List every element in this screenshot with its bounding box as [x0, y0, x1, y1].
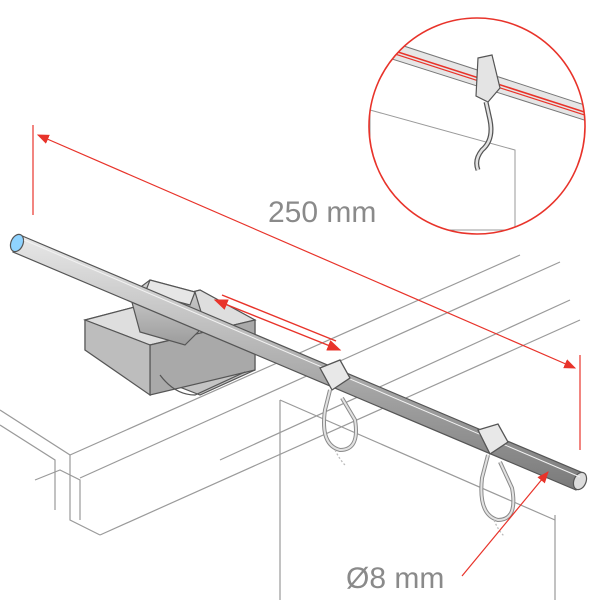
slider-hook-2 — [477, 423, 516, 537]
length-label: 250 mm — [268, 196, 376, 229]
magnifier-detail — [368, 17, 586, 235]
diameter-leader — [461, 471, 549, 577]
diameter-label: Ø8 mm — [346, 562, 444, 595]
length-dimension — [32, 125, 581, 450]
slide-direction-arrow — [213, 294, 342, 351]
curtain-rod — [9, 233, 588, 491]
